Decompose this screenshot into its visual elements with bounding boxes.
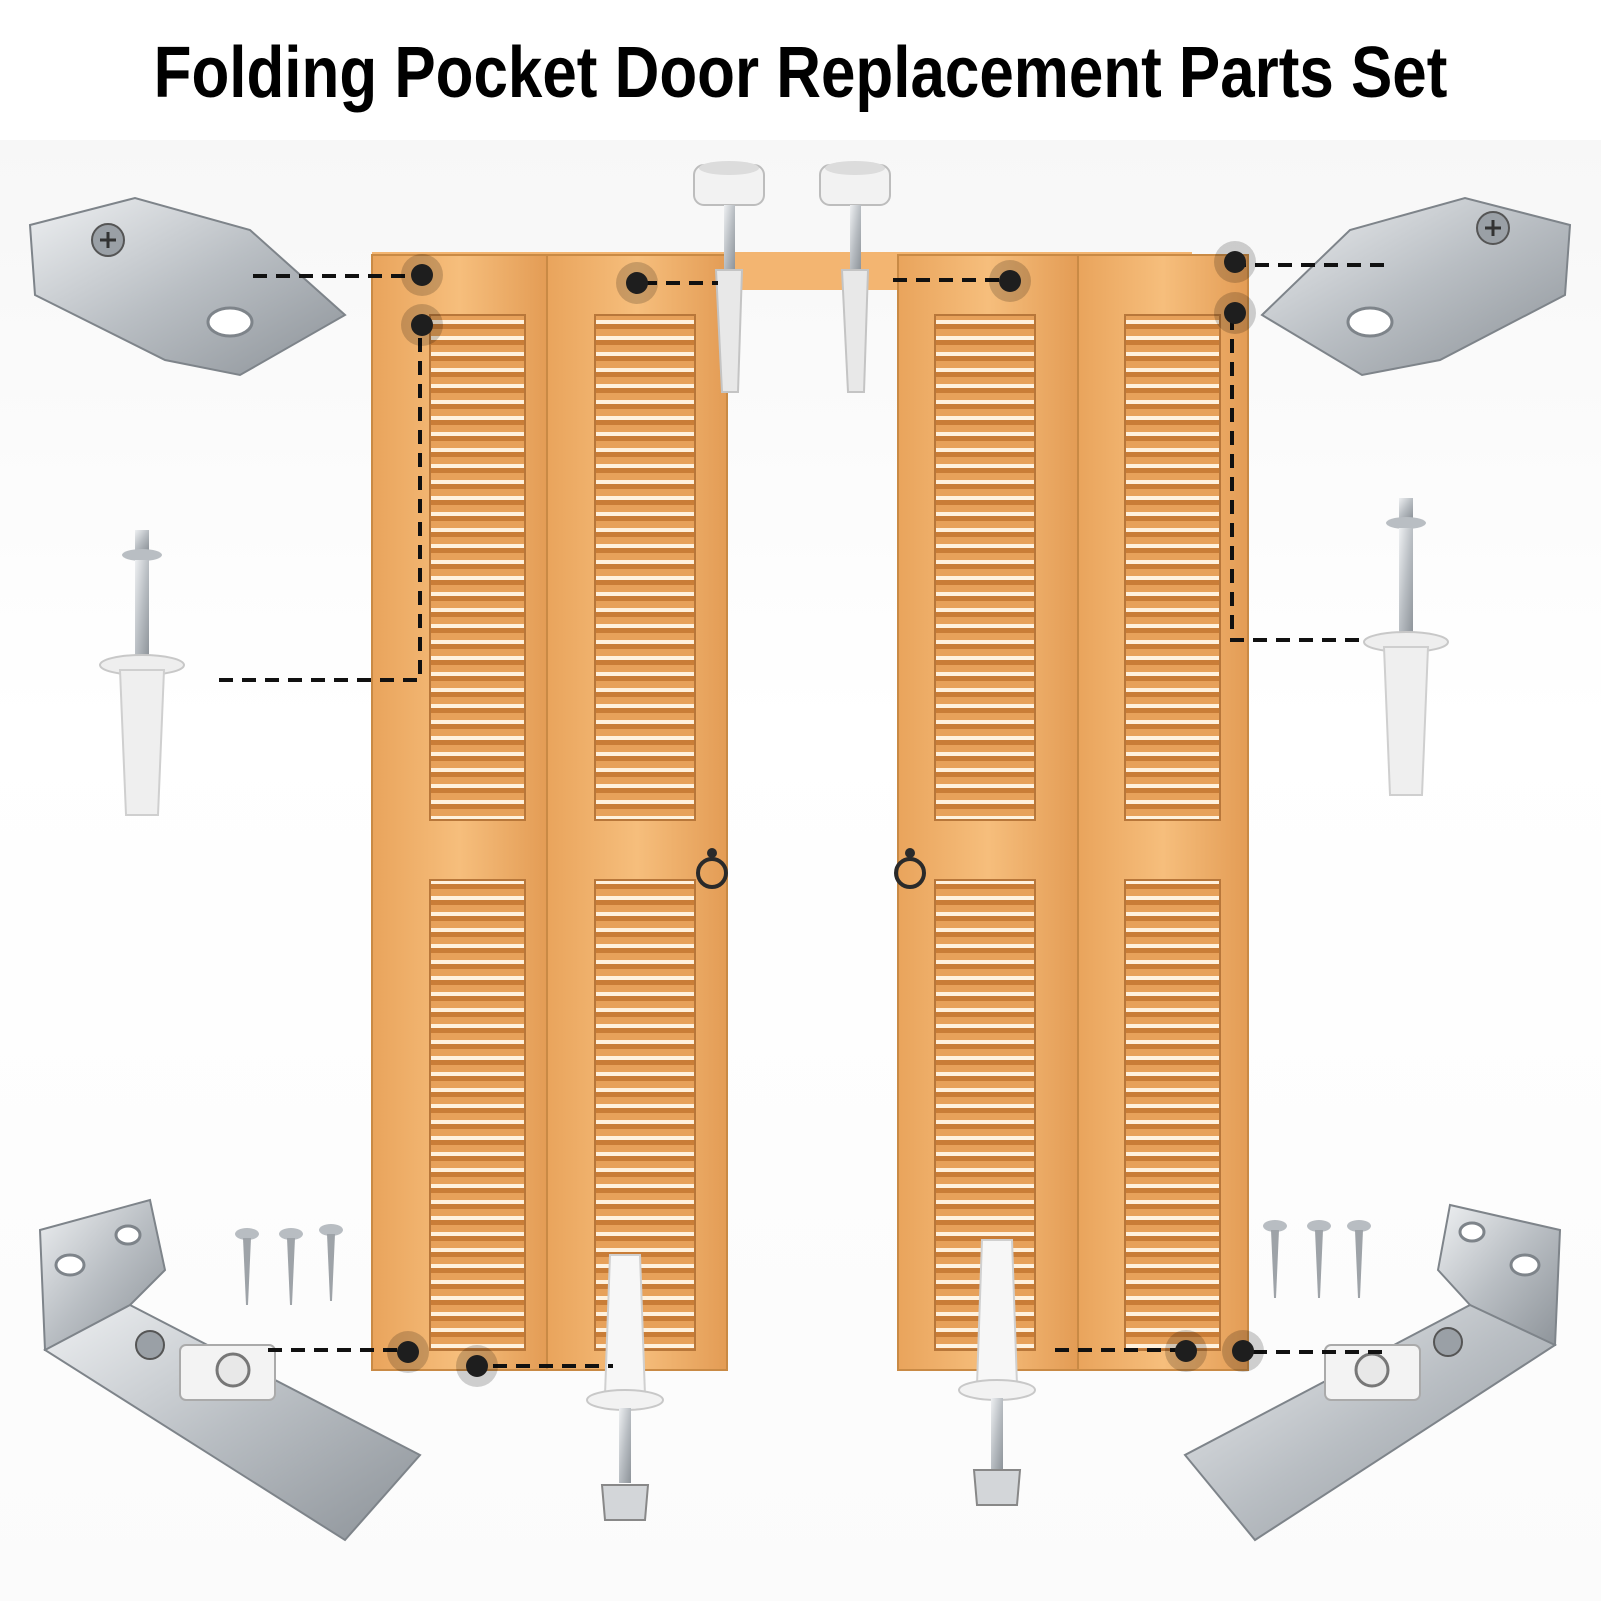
louver-panel: [429, 314, 526, 821]
mounting-screw: [1307, 1220, 1331, 1298]
mounting-screws-left: [235, 1224, 343, 1305]
mounting-screw: [235, 1228, 259, 1305]
top-pivot-bracket-left: [28, 196, 347, 377]
marker-dot: [989, 260, 1031, 302]
marker-dot: [401, 254, 443, 296]
louver-panel: [1124, 314, 1221, 821]
right-bifold-door: [894, 254, 1249, 1371]
bottom-pivot-pin-left: [586, 1254, 664, 1521]
marker-dot: [1222, 1330, 1264, 1372]
attachment-markers: [387, 241, 1264, 1387]
bottom-pivot-bracket-left: [38, 1198, 422, 1542]
marker-dot: [401, 304, 443, 346]
bottom-pivot-pin-right: [958, 1239, 1036, 1506]
mounting-screw: [1263, 1220, 1287, 1298]
marker-dot: [616, 262, 658, 304]
mounting-screw: [1347, 1220, 1371, 1298]
page-title: Folding Pocket Door Replacement Parts Se…: [153, 33, 1448, 113]
marker-dot: [456, 1345, 498, 1387]
mounting-screw: [319, 1224, 343, 1301]
marker-dot: [1214, 292, 1256, 334]
top-pivot-bracket-right: [1260, 196, 1572, 377]
louver-panel: [594, 879, 696, 1351]
louver-panel: [594, 314, 696, 821]
door-ring-handle: [894, 848, 926, 889]
mounting-screws-right: [1263, 1220, 1371, 1298]
louver-panel: [934, 314, 1036, 821]
louver-panel: [429, 879, 526, 1351]
marker-dot: [1214, 241, 1256, 283]
bottom-pivot-bracket-right: [1183, 1203, 1562, 1542]
leader-lines: [218, 263, 1385, 1368]
guide-wheel-pin-left: [693, 161, 765, 393]
door-ring-handle: [696, 848, 728, 889]
marker-dot: [1165, 1330, 1207, 1372]
left-bifold-door: [371, 254, 728, 1371]
guide-wheel-pin-right: [819, 161, 891, 393]
louver-panel: [1124, 879, 1221, 1351]
pivot-pin-right: [1363, 498, 1449, 796]
mounting-screw: [279, 1228, 303, 1305]
marker-dot: [387, 1331, 429, 1373]
pivot-pin-left: [99, 530, 185, 816]
